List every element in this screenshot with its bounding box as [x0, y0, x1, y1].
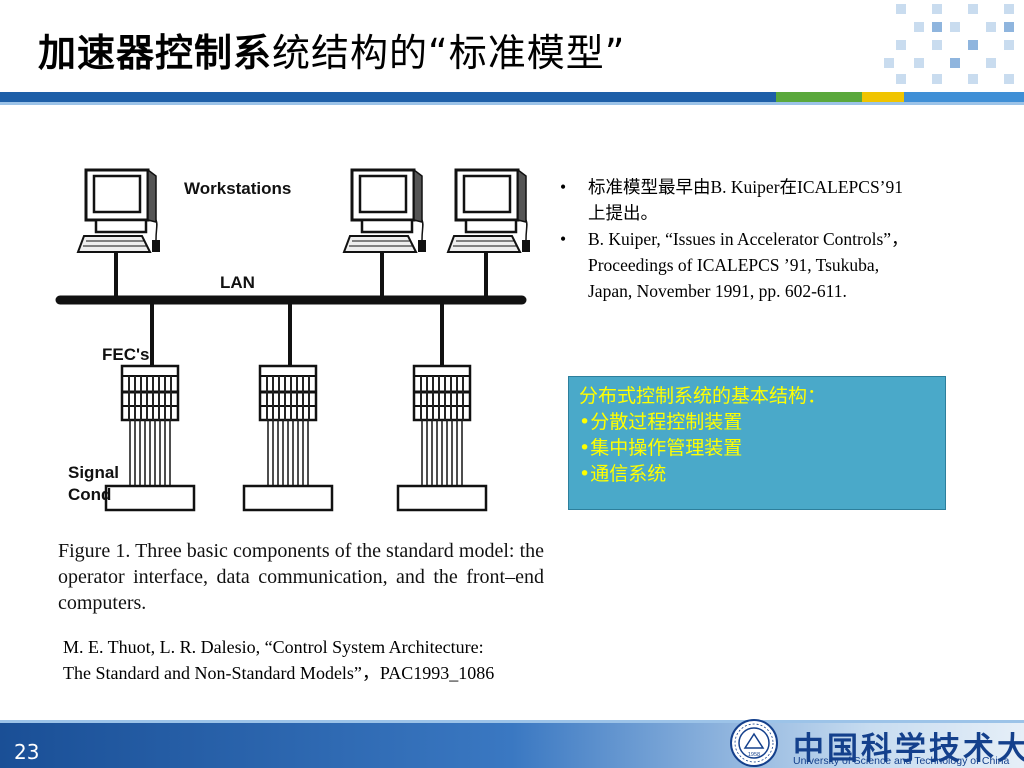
info-box-heading: 分布式控制系统的基本结构： [579, 385, 827, 407]
top-divider-blue [0, 92, 776, 102]
slide-title-rest: 统结构的“标准模型” [272, 31, 626, 75]
workstations-label: Workstations [184, 179, 291, 198]
bottom-divider-thin [0, 720, 1024, 723]
bullet-dot: • [560, 229, 567, 249]
decorative-squares [884, 4, 1014, 84]
emblem-year: 1958 [748, 752, 760, 758]
reference-text: B. Kuiper, “Issues in Accelerator Contro… [588, 229, 909, 301]
fecs-label: FEC's [102, 345, 150, 364]
structure-info-box: 分布式控制系统的基本结构： •分散过程控制装置 •集中操作管理装置 •通信系统 [568, 376, 946, 510]
university-emblem-icon: 1958 [730, 719, 778, 767]
university-name-en: University of Science and Technology of … [793, 755, 1010, 767]
slide-title: 加速器控制系统结构的“标准模型” [38, 22, 625, 77]
footer-bar [0, 723, 1024, 768]
standard-model-figure: Workstations LAN FEC's Signal Cond [55, 168, 532, 512]
slide-title-bold: 加速器控制系 [38, 31, 273, 75]
university-name-cn: 中国科学技术大学 [793, 731, 1024, 767]
info-box-item: •集中操作管理装置 [579, 437, 743, 459]
reference-text: 标准模型最早由B. Kuiper在ICALEPCS’91上提出。 [588, 177, 903, 223]
top-divider-green [776, 92, 862, 102]
top-divider-thin [0, 102, 1024, 105]
bullet-dot: • [560, 177, 567, 197]
info-box-item: •通信系统 [579, 463, 667, 485]
page-number: 23 [14, 740, 40, 764]
top-divider-yellow [862, 92, 904, 102]
figure-caption: Figure 1. Three basic components of the … [58, 540, 544, 614]
cond-label: Cond [68, 485, 111, 504]
signal-label: Signal [68, 463, 119, 482]
citation-text: M. E. Thuot, L. R. Dalesio, “Control Sys… [63, 637, 495, 683]
list-item: • B. Kuiper, “Issues in Accelerator Contr… [560, 226, 920, 304]
reference-list: • 标准模型最早由B. Kuiper在ICALEPCS’91上提出。 • B. Ku… [560, 174, 920, 304]
lan-label: LAN [220, 273, 255, 292]
list-item: • 标准模型最早由B. Kuiper在ICALEPCS’91上提出。 [560, 174, 920, 226]
top-divider-lightblue [904, 92, 1024, 102]
info-box-item: •分散过程控制装置 [579, 411, 743, 433]
